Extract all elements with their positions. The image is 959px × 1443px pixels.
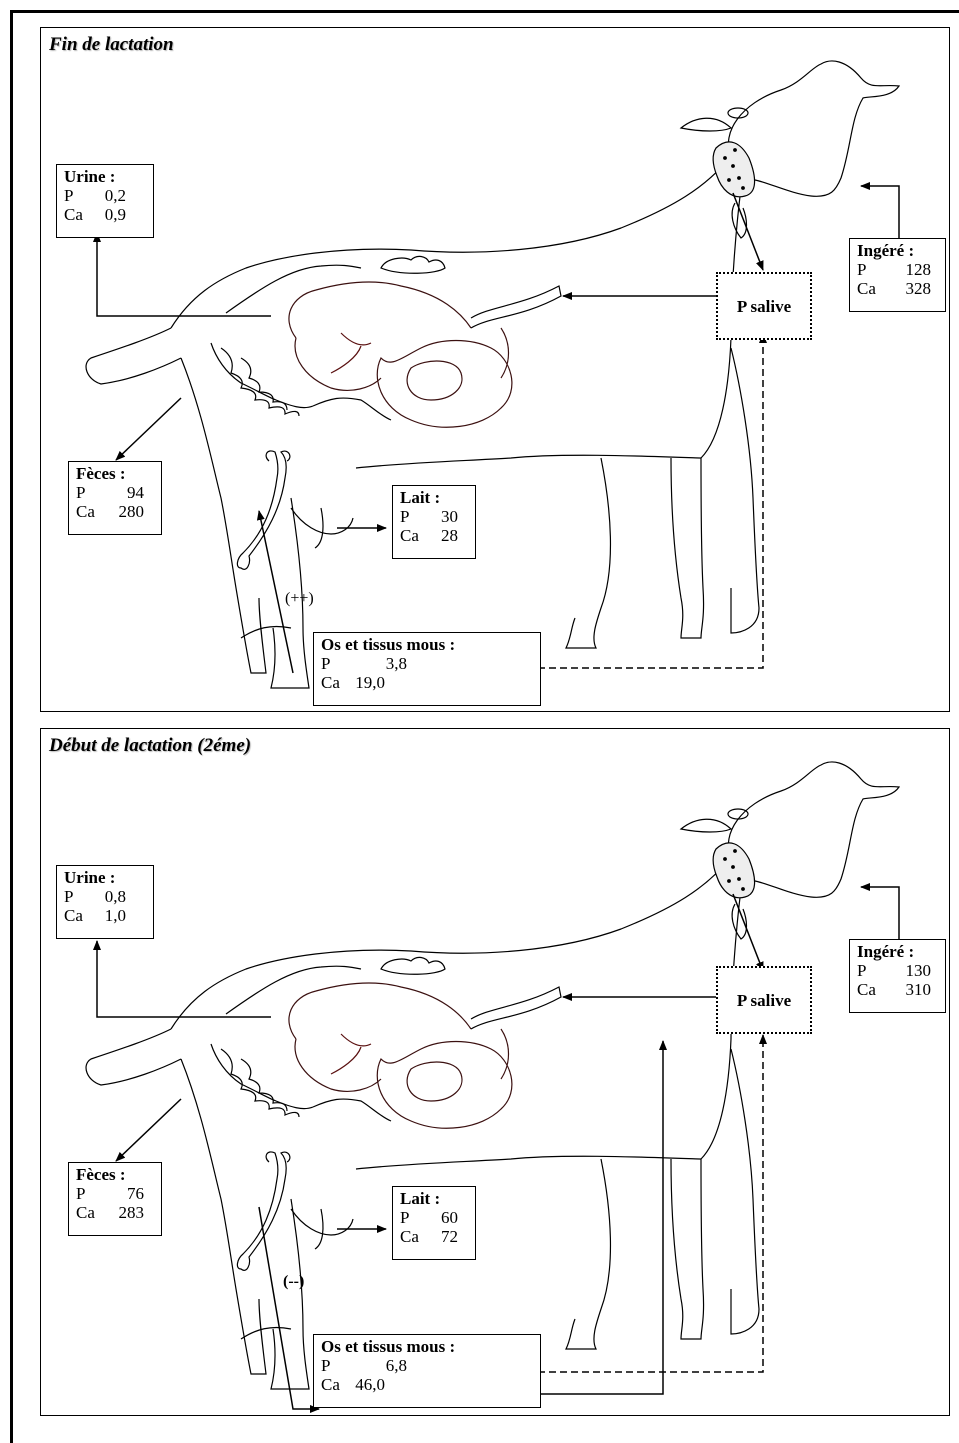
salive-box: P salive: [716, 272, 812, 340]
goat-illustration: [86, 61, 899, 688]
os-tissus-heading: Os et tissus mous :: [321, 635, 534, 654]
lait-heading: Lait :: [400, 488, 469, 507]
urine-ca-value: 1,0: [86, 906, 126, 925]
urine-heading: Urine :: [64, 167, 147, 186]
lait-p-label: P: [400, 507, 422, 526]
lait-ca-label: Ca: [400, 1227, 422, 1246]
feces-p-value: 94: [98, 483, 144, 502]
os-p-label: P: [321, 654, 343, 673]
os-p-value: 6,8: [343, 1356, 407, 1375]
ingere-p-value: 130: [879, 961, 931, 980]
os-ca-label: Ca: [321, 673, 343, 692]
lait-p-label: P: [400, 1208, 422, 1227]
ingere-p-label: P: [857, 260, 879, 279]
urine-ca-label: Ca: [64, 205, 86, 224]
os-p-label: P: [321, 1356, 343, 1375]
os-ca-value: 46,0: [343, 1375, 385, 1394]
feces-heading: Fèces :: [76, 1165, 155, 1184]
os-ca-label: Ca: [321, 1375, 343, 1394]
goat-illustration: [86, 762, 899, 1389]
feces-ca-value: 283: [98, 1203, 144, 1222]
feces-ca-label: Ca: [76, 1203, 98, 1222]
feces-p-value: 76: [98, 1184, 144, 1203]
ingere-ca-label: Ca: [857, 279, 879, 298]
ingere-heading: Ingéré :: [857, 241, 939, 260]
panel-debut-lactation: Début de lactation (2éme): [40, 728, 950, 1416]
bone-flow-sign: (--): [283, 1273, 304, 1291]
feces-ca-label: Ca: [76, 502, 98, 521]
ingere-heading: Ingéré :: [857, 942, 939, 961]
bone-flow-sign: (++): [285, 590, 314, 608]
feces-ca-value: 280: [98, 502, 144, 521]
urine-ca-label: Ca: [64, 906, 86, 925]
lait-p-value: 60: [422, 1208, 458, 1227]
os-ca-value: 19,0: [343, 673, 385, 692]
feces-p-label: P: [76, 483, 98, 502]
flow-arrows: [97, 186, 899, 673]
ingere-p-label: P: [857, 961, 879, 980]
urine-ca-value: 0,9: [86, 205, 126, 224]
ingere-ca-label: Ca: [857, 980, 879, 999]
salive-label: P salive: [737, 297, 791, 316]
feces-p-label: P: [76, 1184, 98, 1203]
panel-fin-lactation: Fin de lactation: [40, 27, 950, 712]
lait-p-value: 30: [422, 507, 458, 526]
urine-p-value: 0,8: [86, 887, 126, 906]
feces-heading: Fèces :: [76, 464, 155, 483]
ingere-ca-value: 328: [879, 279, 931, 298]
urine-p-value: 0,2: [86, 186, 126, 205]
lait-ca-value: 28: [422, 526, 458, 545]
lait-ca-value: 72: [422, 1227, 458, 1246]
lait-ca-label: Ca: [400, 526, 422, 545]
salive-box: P salive: [716, 966, 812, 1034]
urine-p-label: P: [64, 186, 86, 205]
ingere-p-value: 128: [879, 260, 931, 279]
os-tissus-heading: Os et tissus mous :: [321, 1337, 534, 1356]
ingere-ca-value: 310: [879, 980, 931, 999]
salive-label: P salive: [737, 991, 791, 1010]
os-p-value: 3,8: [343, 654, 407, 673]
lait-heading: Lait :: [400, 1189, 469, 1208]
urine-heading: Urine :: [64, 868, 147, 887]
urine-p-label: P: [64, 887, 86, 906]
goat-diagram: [41, 28, 951, 713]
goat-diagram: [41, 729, 951, 1417]
